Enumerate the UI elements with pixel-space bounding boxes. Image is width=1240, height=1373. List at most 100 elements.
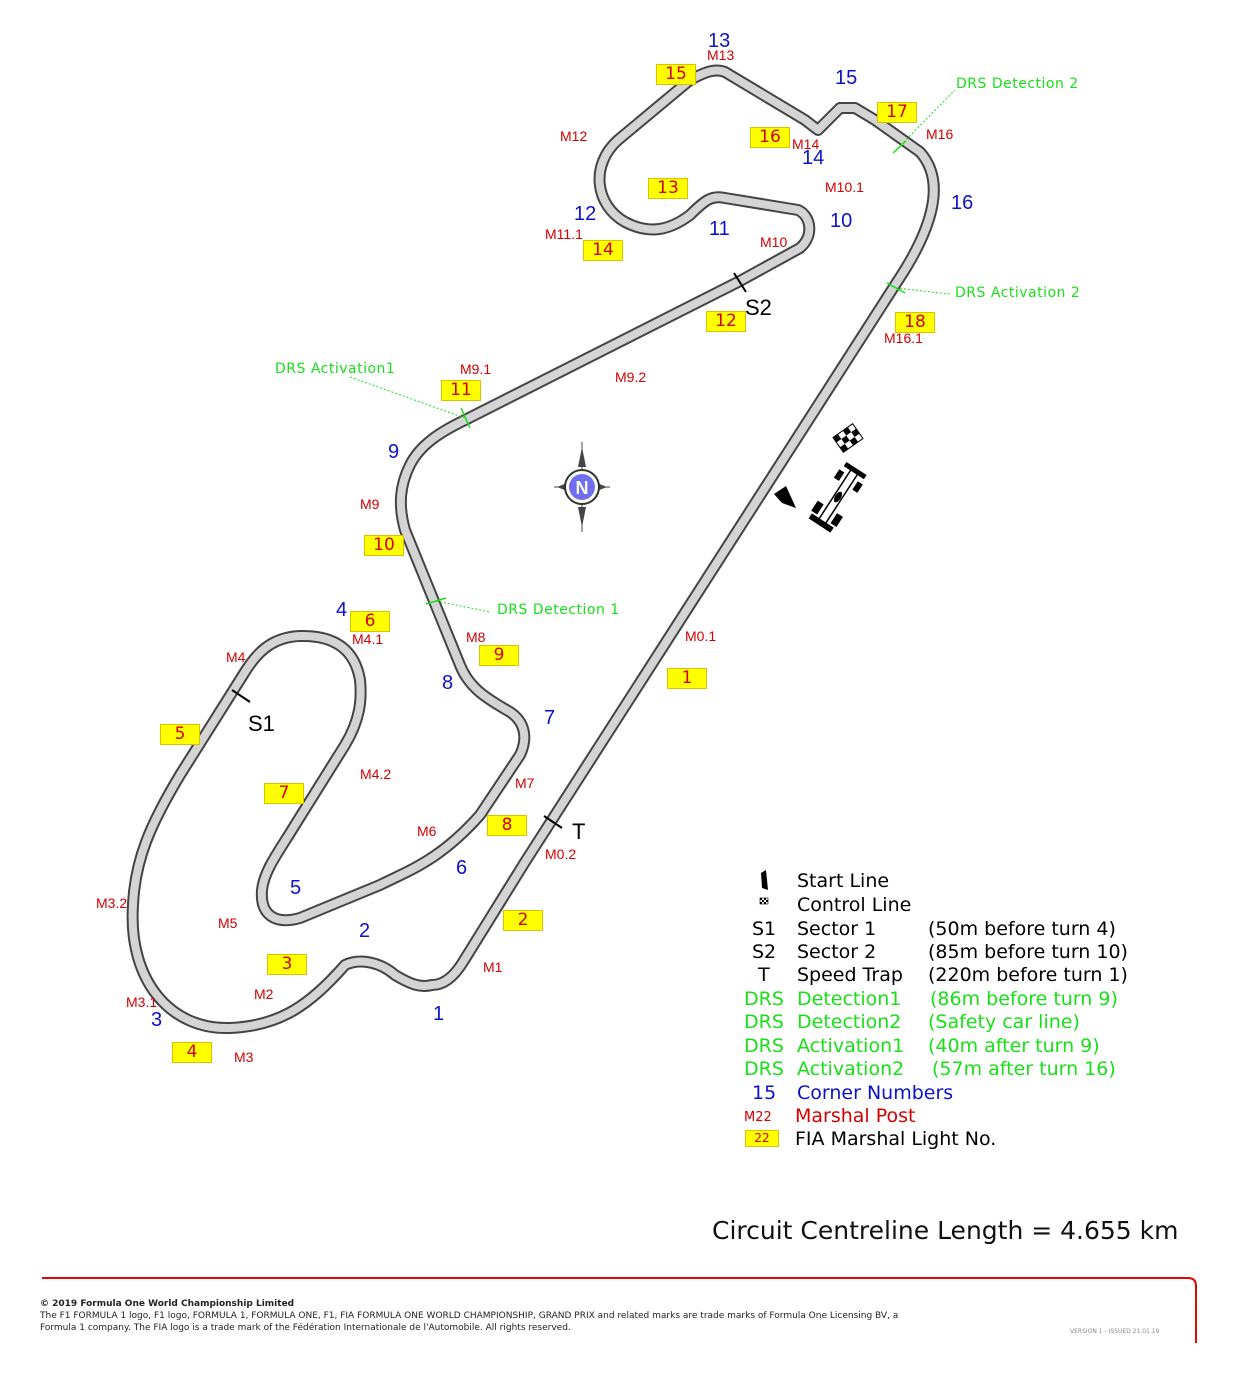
legend-start-line-icon <box>761 870 768 890</box>
legend-s2-key: S2 <box>752 941 777 963</box>
corner-5: 5 <box>290 877 302 899</box>
drs-lines <box>349 89 956 613</box>
footer-frame <box>42 1277 1197 1343</box>
drs-detection-1-label: DRS Detection 1 <box>497 602 620 618</box>
marshal-light: 6 <box>350 611 390 632</box>
legend-act2-name: Activation2 <box>797 1058 905 1080</box>
corner-10: 10 <box>830 210 853 232</box>
marshal-light: 14 <box>583 240 623 261</box>
marshal-light: 4 <box>172 1042 212 1063</box>
corner-4: 4 <box>336 599 348 621</box>
sector2-line <box>733 272 747 293</box>
corner-9: 9 <box>388 441 400 463</box>
marshal-post: M4.1 <box>352 631 384 647</box>
marshal-post: M9 <box>360 496 380 512</box>
legend-t-name: Speed Trap <box>797 964 903 986</box>
marshal-post: M2 <box>254 986 274 1002</box>
corner-8: 8 <box>442 672 454 694</box>
marshal-light: 18 <box>895 312 935 333</box>
marshal-post: M6 <box>417 823 437 839</box>
corner-6: 6 <box>456 857 468 879</box>
marshal-post: M3.1 <box>126 994 158 1010</box>
marshal-post: M16 <box>926 126 954 142</box>
legend-act1-note: (40m after turn 9) <box>928 1035 1100 1057</box>
legend-det2-name: Detection2 <box>797 1011 902 1033</box>
drs-detection-2-label: DRS Detection 2 <box>956 76 1079 92</box>
legend-det1-note: (86m before turn 9) <box>930 988 1118 1010</box>
marshal-light: 3 <box>267 954 307 975</box>
legend-s1-note: (50m before turn 4) <box>928 918 1116 940</box>
footer-copyright: © 2019 Formula One World Championship Li… <box>40 1299 295 1309</box>
legend-t-key: T <box>758 964 770 986</box>
corner-11: 11 <box>709 218 730 240</box>
sector-2-label: S2 <box>745 295 772 320</box>
marshal-post: M8 <box>466 629 486 645</box>
legend-drs-key: DRS <box>744 1011 784 1033</box>
speed-trap-line <box>543 815 563 829</box>
legend-marshal-name: Marshal Post <box>795 1105 916 1127</box>
legend-control-line-label: Control Line <box>797 894 912 916</box>
marshal-light: 9 <box>479 645 519 666</box>
marshal-post: M3 <box>234 1049 254 1065</box>
marshal-post: M4 <box>226 649 246 665</box>
footer-version: VERSION 1 - ISSUED 21.01.19 <box>1070 1328 1160 1335</box>
footer-text: © 2019 Formula One World Championship Li… <box>40 1298 990 1334</box>
corner-12: 12 <box>574 203 597 225</box>
marshal-light: 15 <box>656 64 696 85</box>
marshal-light: 2 <box>503 910 543 931</box>
legend-drs-key: DRS <box>744 1035 784 1057</box>
marshal-post: M5 <box>218 915 238 931</box>
legend-s2-note: (85m before turn 10) <box>928 941 1128 963</box>
north-label: N <box>576 478 589 498</box>
circuit-length: Circuit Centreline Length = 4.655 km <box>712 1216 1179 1245</box>
footer-line-1: The F1 FORMULA 1 logo, F1 logo, FORMULA … <box>40 1311 899 1321</box>
marshal-post: M12 <box>560 128 588 144</box>
legend-act1-name: Activation1 <box>797 1035 905 1057</box>
marshal-light: 13 <box>648 178 688 199</box>
corner-16: 16 <box>951 192 974 214</box>
marshal-post: M10.1 <box>825 179 864 195</box>
legend-marshal-key: M22 <box>744 1110 772 1125</box>
marshal-post: M3.2 <box>96 895 128 911</box>
corner-1: 1 <box>433 1003 445 1025</box>
marshal-post: M1 <box>483 959 503 975</box>
legend-drs-key: DRS <box>744 988 784 1010</box>
legend-corner-name: Corner Numbers <box>797 1082 954 1104</box>
marshal-post: M4.2 <box>360 766 392 782</box>
footer-line-2: Formula 1 company. The FIA logo is a tra… <box>40 1323 571 1333</box>
legend-control-line-icon <box>759 897 769 905</box>
sector-1-label: S1 <box>248 711 275 736</box>
marshal-light: 8 <box>487 815 527 836</box>
marshal-post: M0.1 <box>685 628 717 644</box>
legend-light-name: FIA Marshal Light No. <box>795 1128 997 1150</box>
marshal-light: 1 <box>667 668 707 689</box>
legend-start-line-label: Start Line <box>797 870 890 892</box>
drs-activation-1-label: DRS Activation1 <box>275 361 396 377</box>
legend-s1-key: S1 <box>752 918 777 940</box>
legend-t-note: (220m before turn 1) <box>928 964 1128 986</box>
f1-car-icon <box>808 461 867 533</box>
marshal-light: 11 <box>441 380 481 401</box>
legend-det1-name: Detection1 <box>797 988 902 1010</box>
marshal-light: 10 <box>364 535 404 556</box>
marshal-post: M11.1 <box>545 226 583 242</box>
marshal-post: M10 <box>760 234 788 250</box>
control-line-flag-icon <box>832 423 864 453</box>
corner-13: 13 <box>708 30 731 52</box>
start-line-icon <box>774 486 796 508</box>
legend-light-key: 22 <box>745 1130 779 1147</box>
marshal-post: M16.1 <box>884 330 923 346</box>
marshal-post: M9.2 <box>615 369 647 385</box>
marshal-light: 12 <box>706 311 746 332</box>
north-compass-icon: N <box>554 442 610 532</box>
corner-2: 2 <box>359 920 371 942</box>
corner-7: 7 <box>544 707 556 729</box>
legend-s1-name: Sector 1 <box>797 918 877 940</box>
marshal-light: 16 <box>750 127 790 148</box>
legend-det2-note: (Safety car line) <box>928 1011 1080 1033</box>
corner-15: 15 <box>835 67 858 89</box>
marshal-light: 7 <box>264 783 304 804</box>
marshal-light: 5 <box>160 724 200 745</box>
marshal-post: M13 <box>707 47 735 63</box>
corner-14: 14 <box>802 147 825 169</box>
